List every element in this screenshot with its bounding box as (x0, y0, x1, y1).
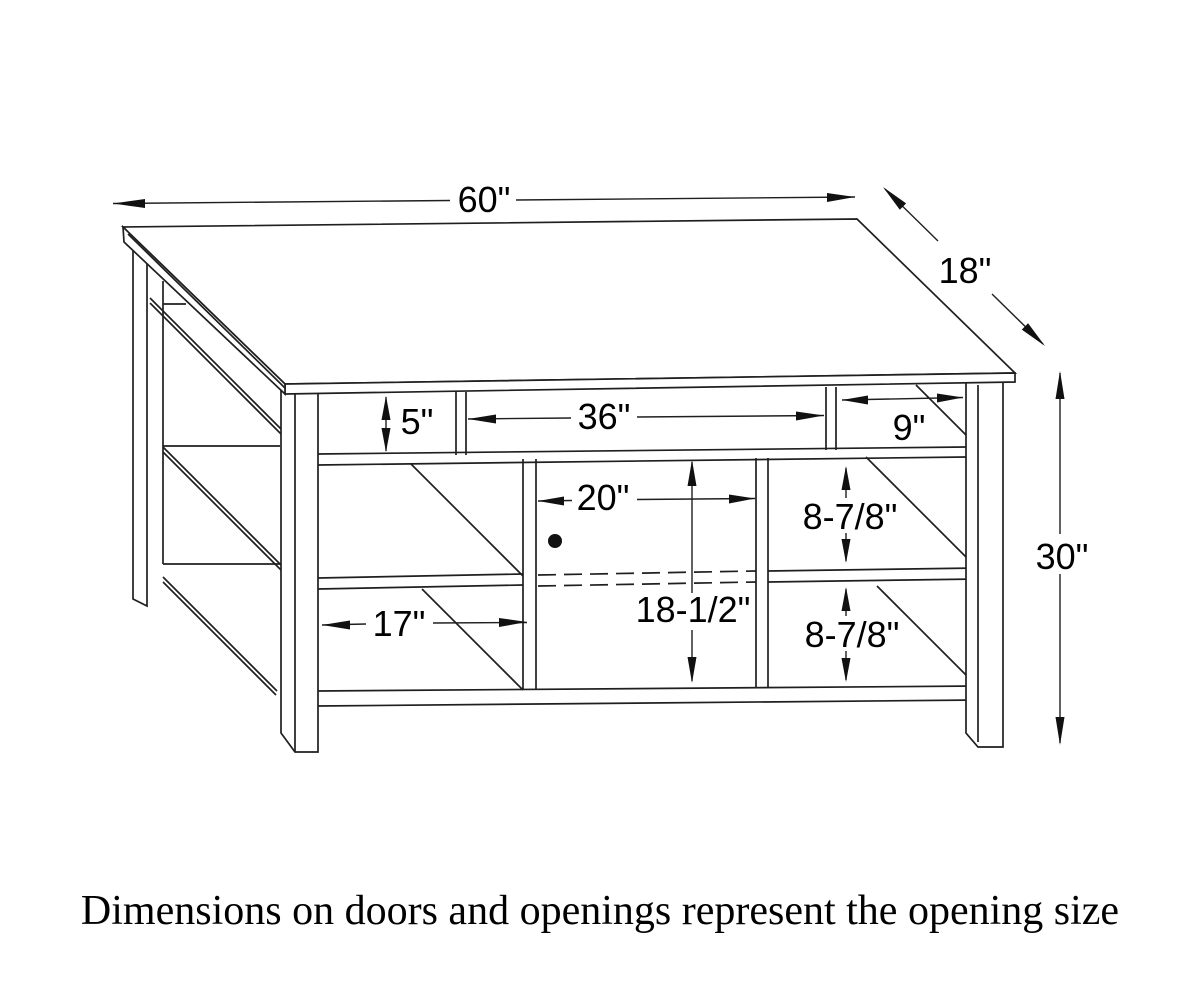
bottom-rail-top-edge (317, 685, 979, 692)
arrowhead-left-icon (842, 395, 868, 405)
dim-center-opening-width: 20" (537, 477, 756, 518)
top-rail-upper-edge (317, 446, 967, 455)
left-shelf-bottom-edge (317, 584, 524, 590)
side-shelf-c-top (162, 576, 278, 692)
bottom-rail-bottom-edge (317, 699, 979, 707)
arrowhead-down-icon (381, 428, 391, 452)
caption-note: Dimensions on doors and openings represe… (81, 888, 1119, 934)
back-left-leg (132, 235, 148, 608)
arrowhead-up-icon (687, 460, 697, 486)
side-shelf-b-top (162, 446, 282, 566)
front-right-leg (965, 375, 1004, 748)
tabletop (120, 218, 1018, 396)
dimensions: 60" 18" 5" 36" 9" (112, 179, 1089, 745)
dim-center-opening-width-label: 20" (577, 477, 630, 518)
side-shelf-b-bottom (162, 451, 282, 571)
dim-top-depth: 18" (883, 187, 1045, 346)
arrowhead-left-icon (538, 496, 564, 506)
arrowhead-up-icon (1055, 371, 1065, 399)
arrowhead-down-icon (841, 658, 851, 682)
side-shelf-a-top (149, 297, 282, 430)
door-knob (548, 534, 562, 548)
front-legs (280, 375, 1004, 753)
dim-top-width: 60" (112, 179, 856, 220)
arrowhead-downright-icon (1021, 323, 1045, 346)
arrowhead-right-icon (937, 393, 963, 403)
top-rail-lower-edge (317, 456, 967, 466)
arrowhead-left-icon (322, 620, 350, 630)
dim-top-right-opening-label: 9" (893, 407, 926, 448)
left-shelf-top-edge (317, 573, 524, 579)
right-shelf-top-edge (767, 567, 979, 572)
tabletop-left-bevel-line (127, 233, 286, 389)
hidden-shelf-bottom-dashed (537, 581, 757, 587)
dim-right-lower-opening: 8-7/8" (805, 587, 900, 682)
opening-diagonal-left-upper (410, 463, 524, 577)
arrowhead-upleft-icon (883, 187, 907, 210)
arrowhead-up-icon (841, 466, 851, 490)
opening-diagonal-right-upper (865, 456, 979, 570)
side-shelf-c-bottom (162, 581, 277, 696)
arrowhead-down-icon (687, 657, 697, 683)
dim-top-center-opening-label: 36" (578, 396, 631, 437)
dim-overall-height: 30" (1036, 371, 1089, 745)
dim-top-center-opening: 36" (467, 396, 825, 437)
dim-top-right-opening: 9" (841, 393, 964, 448)
right-shelf-bottom-edge (767, 578, 979, 583)
side-shelf-a-bottom (149, 302, 282, 435)
front-frame (317, 384, 979, 707)
arrowhead-down-icon (841, 539, 851, 563)
hidden-shelf-top-dashed (537, 570, 757, 576)
dim-overall-height-label: 30" (1036, 536, 1089, 577)
dim-left-lower-opening-label: 17" (373, 603, 426, 644)
opening-diagonal-right-lower (876, 585, 979, 688)
dim-top-left-opening-label: 5" (401, 401, 434, 442)
dim-right-upper-opening: 8-7/8" (803, 466, 898, 563)
dim-left-lower-opening: 17" (321, 603, 528, 644)
arrowhead-left-icon (113, 199, 145, 208)
arrowhead-left-icon (468, 414, 496, 424)
dim-right-upper-opening-label: 8-7/8" (803, 496, 898, 537)
dim-right-lower-opening-label: 8-7/8" (805, 614, 900, 655)
arrowhead-up-icon (841, 587, 851, 611)
arrowhead-down-icon (1055, 717, 1065, 745)
arrowhead-right-icon (796, 411, 824, 421)
dim-center-opening-height: 18-1/2" (636, 460, 751, 683)
dim-top-depth-label: 18" (939, 250, 992, 291)
arrowhead-right-icon (827, 193, 855, 202)
dim-top-width-label: 60" (458, 179, 511, 220)
arrowhead-up-icon (381, 396, 391, 420)
front-left-leg (280, 383, 319, 753)
arrowhead-right-icon (499, 618, 527, 627)
arrowhead-right-icon (729, 494, 755, 504)
left-side-interior (149, 281, 282, 696)
dim-top-left-opening: 5" (381, 396, 434, 452)
opening-diagonal-left-lower (421, 588, 524, 691)
dim-center-opening-height-label: 18-1/2" (636, 589, 751, 630)
